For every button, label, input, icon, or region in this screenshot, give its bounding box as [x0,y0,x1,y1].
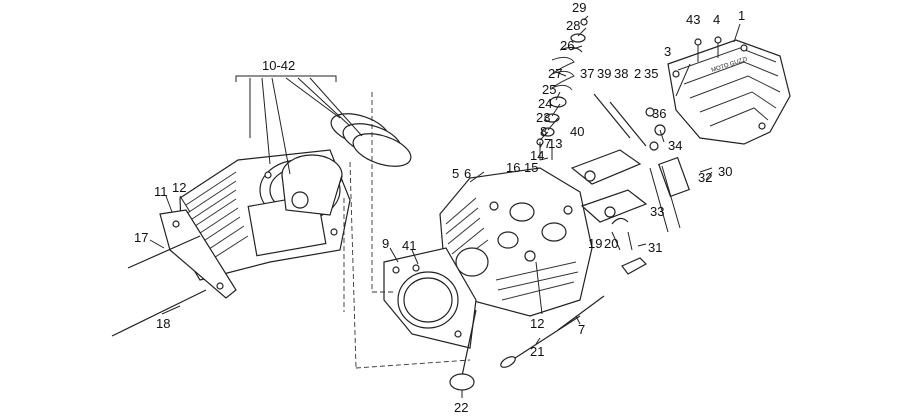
label-4: 4 [713,12,720,27]
label-10-42: 10-42 [262,58,295,73]
label-13: 13 [548,136,562,151]
valve-cover: MOTO GUZZI [667,39,791,145]
label-12-left: 12 [172,180,186,195]
label-19: 19 [588,236,602,251]
head-gasket [383,247,477,349]
valve-guide [557,295,605,331]
piston [281,154,343,216]
label-41: 41 [402,238,416,253]
part-labels: 1 43 4 29 28 26 27 25 24 23 8 7 14 13 16… [134,0,745,415]
label-23: 23 [536,110,550,125]
label-21: 21 [530,344,544,359]
label-25: 25 [542,82,556,97]
alignment-lines [343,92,471,369]
label-17: 17 [134,230,148,245]
label-20: 20 [604,236,618,251]
label-39: 39 [597,66,611,81]
base-gasket [159,209,237,299]
label-16: 16 [506,160,520,175]
label-36: 36 [652,106,666,121]
label-14: 14 [530,148,544,163]
rocker-assembly [570,93,690,233]
label-9: 9 [382,236,389,251]
label-32: 32 [698,170,712,185]
label-2: 2 [634,66,641,81]
cover-bolts [694,36,722,62]
label-22: 22 [454,400,468,415]
label-34: 34 [668,138,682,153]
label-7-bottom: 7 [578,322,585,337]
label-8: 8 [540,124,547,139]
label-30: 30 [718,164,732,179]
small-parts-right [611,107,666,275]
label-3: 3 [664,44,671,59]
label-37: 37 [580,66,594,81]
valve [500,315,581,368]
cylinder-head [439,167,593,317]
label-38: 38 [614,66,628,81]
label-33: 33 [650,204,664,219]
label-43: 43 [686,12,700,27]
label-18: 18 [156,316,170,331]
label-6: 6 [464,166,471,181]
label-31: 31 [648,240,662,255]
label-5: 5 [452,166,459,181]
label-29: 29 [572,0,586,15]
label-12-bottom: 12 [530,316,544,331]
label-24: 24 [538,96,552,111]
label-7-top: 7 [544,136,551,151]
studs [111,235,207,337]
label-40: 40 [570,124,584,139]
label-15: 15 [524,160,538,175]
label-11: 11 [154,184,168,199]
label-26: 26 [560,38,574,53]
label-1: 1 [738,8,745,23]
label-35: 35 [644,66,658,81]
group-bracket-10-42 [235,75,363,175]
leader-lines [149,15,741,398]
label-27: 27 [548,66,562,81]
exhaust-seal-22 [449,309,477,391]
label-28: 28 [566,18,580,33]
